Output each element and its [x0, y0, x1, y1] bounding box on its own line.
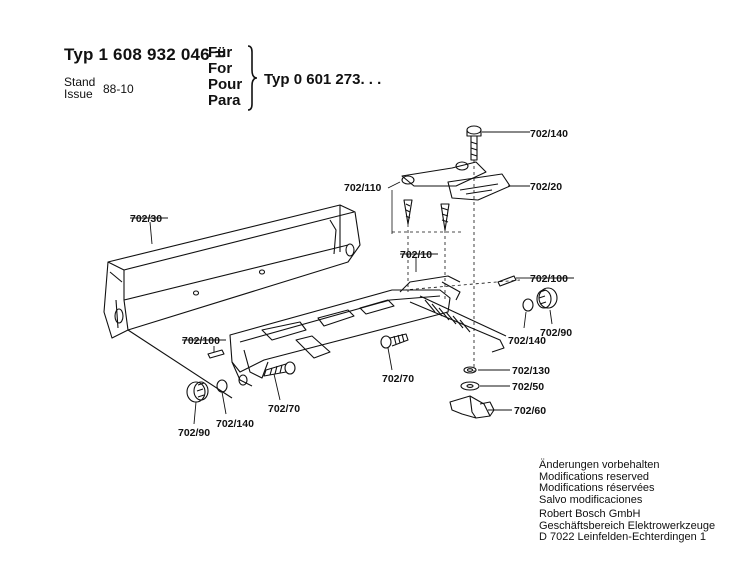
washer-part	[463, 366, 477, 374]
top-screw-part	[466, 125, 482, 161]
language-de: Für	[208, 44, 233, 61]
base-rail-part	[229, 275, 507, 387]
footer-line-es: Salvo modificaciones	[539, 493, 643, 506]
language-en: For	[208, 60, 233, 77]
label-702-110: 702/110	[344, 182, 382, 194]
footer-notice: Änderungen vorbehalten Modifications res…	[539, 459, 716, 544]
label-702-90-left: 702/90	[178, 427, 210, 439]
label-702-30: 702/30	[130, 213, 162, 225]
left-pin-part	[207, 349, 225, 359]
footer-line-en: Modifications reserved	[539, 470, 650, 483]
wing-knob-part	[449, 395, 495, 419]
fence-rail-part	[103, 204, 361, 399]
brace-icon	[247, 45, 258, 111]
label-702-60: 702/60	[514, 405, 546, 417]
flat-washer-part	[460, 381, 480, 391]
language-es: Para	[208, 92, 241, 109]
label-702-70-left: 702/70	[268, 403, 300, 415]
footer-line-fr: Modifications réservées	[539, 482, 655, 494]
label-702-140-right: 702/140	[508, 335, 546, 347]
label-702-50: 702/50	[512, 381, 544, 393]
label-702-100-left: 702/100	[182, 335, 220, 347]
label-702-10: 702/10	[400, 249, 432, 261]
label-702-90-right: 702/90	[540, 327, 572, 339]
footer-line-de: Änderungen vorbehalten	[539, 459, 660, 471]
label-702-20: 702/20	[530, 181, 562, 193]
label-702-70-center: 702/70	[382, 373, 414, 385]
issue-label: Issue	[64, 87, 93, 101]
footer-address: D 7022 Leinfelden-Echterdingen 1	[539, 531, 706, 543]
stand-label: Stand	[64, 75, 96, 89]
language-list: Für For Pour Para	[208, 45, 242, 109]
label-702-140-top: 702/140	[530, 128, 568, 140]
label-702-140-left: 702/140	[216, 418, 254, 430]
right-pin-part	[497, 275, 517, 287]
label-strikethroughs	[130, 217, 574, 341]
issue-date: 88-10	[103, 82, 134, 96]
label-702-100-right: 702/100	[530, 273, 568, 285]
left-knob-part	[186, 374, 248, 403]
part-labels: 702/140 702/110 702/20 702/30 702/10 702…	[130, 128, 572, 439]
leader-lines	[149, 131, 553, 425]
model-number: Typ 0 601 273. . .	[264, 71, 382, 88]
right-knob-part	[522, 287, 558, 312]
footer-company: Robert Bosch GmbH	[539, 508, 641, 520]
left-screw-part	[263, 361, 296, 377]
clamp-bracket-part	[401, 161, 511, 201]
center-screw-part	[380, 333, 409, 349]
side-screws-part	[403, 199, 450, 231]
language-fr: Pour	[208, 76, 243, 93]
type-number: Typ 1 608 932 046 =	[64, 45, 225, 64]
footer-division: Geschäftsbereich Elektrowerkzeuge	[539, 519, 716, 532]
label-702-130: 702/130	[512, 365, 550, 377]
